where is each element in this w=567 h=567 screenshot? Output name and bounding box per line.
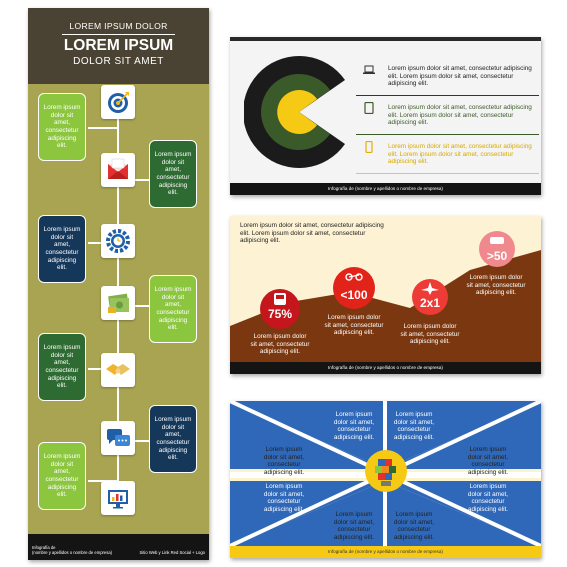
header-small-title: LOREM IPSUM DOLOR — [69, 21, 168, 31]
lightbulb-puzzle-icon — [365, 450, 407, 492]
stat-text: Lorem ipsum dolor sit amet, consectetur … — [250, 333, 310, 356]
stat-circle — [412, 279, 448, 315]
slide-footer: Infografía de (nombre y apellidos o nomb… — [328, 549, 443, 554]
connector — [88, 127, 118, 129]
icon-card — [101, 353, 135, 387]
row-divider — [356, 134, 539, 135]
connector — [88, 480, 118, 482]
info-box-1: Lorem ipsum dolor sit amet, consectetur … — [38, 93, 86, 161]
icon-card — [101, 85, 135, 119]
info-box-3: Lorem ipsum dolor sit amet, consectetur … — [38, 215, 86, 283]
row-text-2: Lorem ipsum dolor sit amet, consectetur … — [388, 104, 532, 127]
laptop-icon — [363, 65, 375, 74]
handshake-icon — [106, 364, 130, 375]
stat-circle — [333, 267, 375, 309]
row-divider — [356, 95, 539, 96]
info-box-6: Lorem ipsum dolor sit amet, consectetur … — [149, 405, 197, 473]
header-big-title: LOREM IPSUM — [63, 37, 174, 54]
target-icon — [108, 92, 129, 113]
slide-footer: Infografía de (nombre y apellidos o nomb… — [230, 362, 541, 374]
icon-card — [101, 153, 135, 187]
row-text-3: Lorem ipsum dolor sit amet, consectetur … — [388, 143, 532, 166]
stat-value: 75% — [267, 307, 293, 321]
slide-top-bar — [230, 37, 541, 41]
radial-text-8: Lorem ipsum dolor sit amet, consectetur … — [393, 511, 435, 541]
slide-donut: Lorem ipsum dolor sit amet, consectetur … — [230, 37, 541, 195]
stat-text: Lorem ipsum dolor sit amet, consectetur … — [466, 274, 526, 297]
slide-footer: Infografía de (nombre y apellidos o nomb… — [230, 183, 541, 195]
infographic-header — [28, 8, 209, 84]
motorbike-icon — [345, 273, 363, 281]
icon-card — [101, 481, 135, 515]
intro-text: Lorem ipsum dolor sit amet, consectetur … — [240, 222, 384, 245]
radial-background — [230, 401, 541, 558]
stat-circle — [260, 289, 300, 329]
info-box-5: Lorem ipsum dolor sit amet, consectetur … — [38, 333, 86, 401]
connector — [118, 440, 152, 442]
stat-circle — [479, 231, 515, 267]
stat-text: Lorem ipsum dolor sit amet, consectetur … — [400, 323, 460, 346]
icon-card — [101, 224, 135, 258]
stat-text: Lorem ipsum dolor sit amet, consectetur … — [324, 314, 384, 337]
chat-icon — [107, 429, 130, 446]
money-icon — [108, 293, 129, 313]
info-box-4: Lorem ipsum dolor sit amet, consectetur … — [149, 275, 197, 343]
mountain-background — [230, 250, 541, 374]
slide-stats: Lorem ipsum dolor sit amet, consectetur … — [230, 216, 541, 374]
footer-credit: Infografía de (nombre y apellidos o nomb… — [32, 544, 113, 555]
car-icon — [490, 237, 504, 244]
concentric-pacman-graphic — [244, 56, 345, 168]
radial-text-1: Lorem ipsum dolor sit amet, consectetur … — [333, 411, 375, 441]
radial-text-7: Lorem ipsum dolor sit amet, consectetur … — [333, 511, 375, 541]
phone-icon — [365, 141, 373, 153]
connector — [118, 305, 152, 307]
stat-value: >50 — [486, 249, 508, 263]
plane-icon — [421, 282, 439, 295]
radial-text-4: Lorem ipsum dolor sit amet, consectetur … — [467, 446, 509, 476]
footer-website: Sitio Web y Link Red Social + Logo — [139, 550, 205, 555]
info-box-7: Lorem ipsum dolor sit amet, consectetur … — [38, 442, 86, 510]
radial-text-2: Lorem ipsum dolor sit amet, consectetur … — [393, 411, 435, 441]
connector — [118, 179, 152, 181]
radial-text-6: Lorem ipsum dolor sit amet, consectetur … — [467, 483, 509, 513]
icon-card — [101, 286, 135, 320]
row-text-1: Lorem ipsum dolor sit amet, consectetur … — [388, 65, 532, 88]
infographic-footer — [28, 534, 209, 560]
vertical-infographic: LOREM IPSUM DOLOR LOREM IPSUM DOLOR SIT … — [28, 8, 209, 560]
radial-text-5: Lorem ipsum dolor sit amet, consectetur … — [263, 483, 305, 513]
tablet-icon — [364, 102, 374, 114]
header-sub-title: DOLOR SIT AMET — [73, 56, 164, 67]
slide-radial: Lorem ipsum dolor sit amet, consectetur … — [230, 401, 541, 558]
train-icon — [274, 293, 286, 305]
chart-icon — [108, 490, 128, 509]
gear-icon — [106, 229, 130, 253]
mail-icon — [108, 158, 128, 179]
stat-value: <100 — [340, 288, 368, 302]
header-rule — [62, 34, 175, 35]
row-divider — [356, 173, 539, 174]
icon-card — [101, 421, 135, 455]
radial-text-3: Lorem ipsum dolor sit amet, consectetur … — [263, 446, 305, 476]
info-box-2: Lorem ipsum dolor sit amet, consectetur … — [149, 140, 197, 208]
stat-value: 2x1 — [419, 296, 441, 310]
